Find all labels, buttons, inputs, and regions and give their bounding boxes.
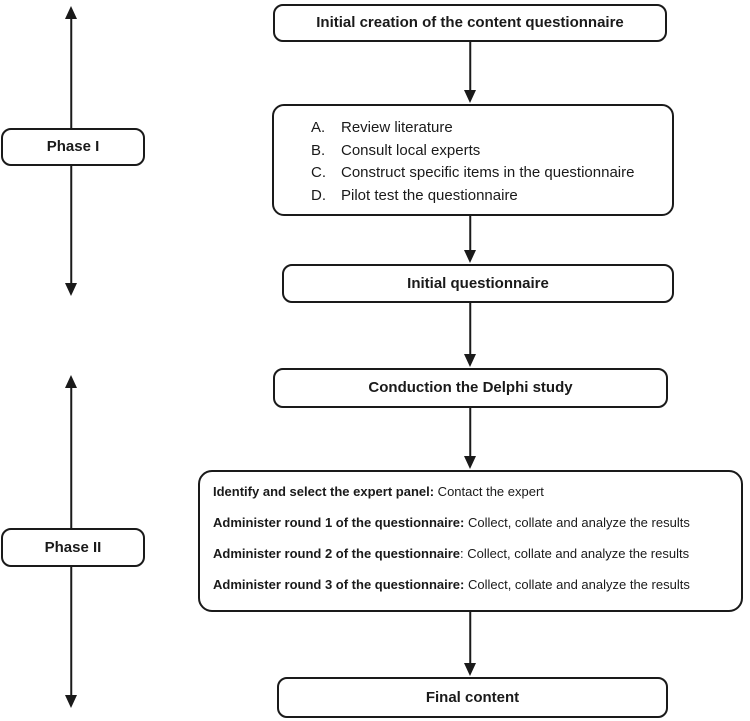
delphi-rounds-box: Identify and select the expert panel: Co…	[198, 470, 743, 612]
round-line-rest: Contact the expert	[434, 484, 544, 499]
initial-creation-box: Initial creation of the content question…	[273, 4, 667, 42]
delphi-round-line: Administer round 2 of the questionnaire:…	[213, 538, 731, 569]
phase1-box: Phase I	[1, 128, 145, 166]
round-line-bold: Identify and select the expert panel:	[213, 484, 435, 499]
arrow-down-head-icon	[464, 250, 476, 263]
arrow-down-head-icon	[464, 354, 476, 367]
delphi-study-label: Conduction the Delphi study	[368, 379, 573, 397]
down-arrow-icon	[463, 42, 477, 103]
round-line-rest: : Collect, collate and analyze the resul…	[460, 546, 690, 561]
initial-questionnaire-box: Initial questionnaire	[282, 264, 674, 303]
down-arrow-icon	[463, 303, 477, 367]
delphi-study-box: Conduction the Delphi study	[273, 368, 668, 408]
step-text: Consult local experts	[341, 141, 481, 159]
step-marker: B.	[311, 141, 326, 159]
arrow-down-head-icon	[464, 90, 476, 103]
arrow-down-head-icon	[464, 456, 476, 469]
step-item: B. Consult local experts	[311, 140, 664, 163]
arrow-down-head-icon	[65, 695, 77, 708]
arrow-down-head-icon	[65, 283, 77, 296]
arrow-shaft	[469, 42, 471, 92]
step-item: A. Review literature	[311, 117, 664, 140]
down-arrow-icon	[463, 408, 477, 469]
arrow-shaft	[469, 303, 471, 356]
step-text: Construct specific items in the question…	[341, 164, 635, 181]
step-marker: D.	[311, 186, 326, 204]
round-line-bold: Administer round 1 of the questionnaire:	[213, 515, 465, 530]
delphi-round-line: Administer round 3 of the questionnaire:…	[213, 569, 731, 600]
steps-box: A. Review literature B. Consult local ex…	[272, 104, 674, 216]
delphi-round-line: Administer round 1 of the questionnaire:…	[213, 507, 731, 538]
phase2-label: Phase II	[44, 538, 102, 556]
arrow-up-head-icon	[65, 375, 77, 388]
arrow-down-head-icon	[464, 663, 476, 676]
step-text: Pilot test the questionnaire	[341, 186, 518, 204]
phase2-box: Phase II	[1, 528, 145, 567]
step-marker: A.	[311, 119, 326, 136]
step-item: C. Construct specific items in the quest…	[311, 162, 664, 185]
initial-creation-label: Initial creation of the content question…	[316, 14, 624, 32]
initial-questionnaire-label: Initial questionnaire	[407, 274, 549, 292]
arrow-shaft	[469, 216, 471, 252]
round-line-bold: Administer round 2 of the questionnaire	[213, 546, 461, 561]
step-item: D. Pilot test the questionnaire	[311, 185, 664, 208]
phase1-label: Phase I	[46, 138, 100, 156]
round-line-rest: Collect, collate and analyze the results	[464, 515, 690, 530]
round-line-rest: Collect, collate and analyze the results	[464, 577, 690, 592]
arrow-shaft	[469, 612, 471, 665]
down-arrow-icon	[463, 612, 477, 676]
delphi-round-line: Identify and select the expert panel: Co…	[213, 476, 731, 507]
step-text: Review literature	[341, 119, 453, 136]
down-arrow-icon	[463, 216, 477, 263]
round-line-bold: Administer round 3 of the questionnaire:	[213, 577, 465, 592]
arrow-up-head-icon	[65, 6, 77, 19]
final-content-label: Final content	[425, 688, 520, 706]
final-content-box: Final content	[277, 677, 668, 718]
step-marker: C.	[311, 164, 326, 181]
arrow-shaft	[469, 408, 471, 458]
